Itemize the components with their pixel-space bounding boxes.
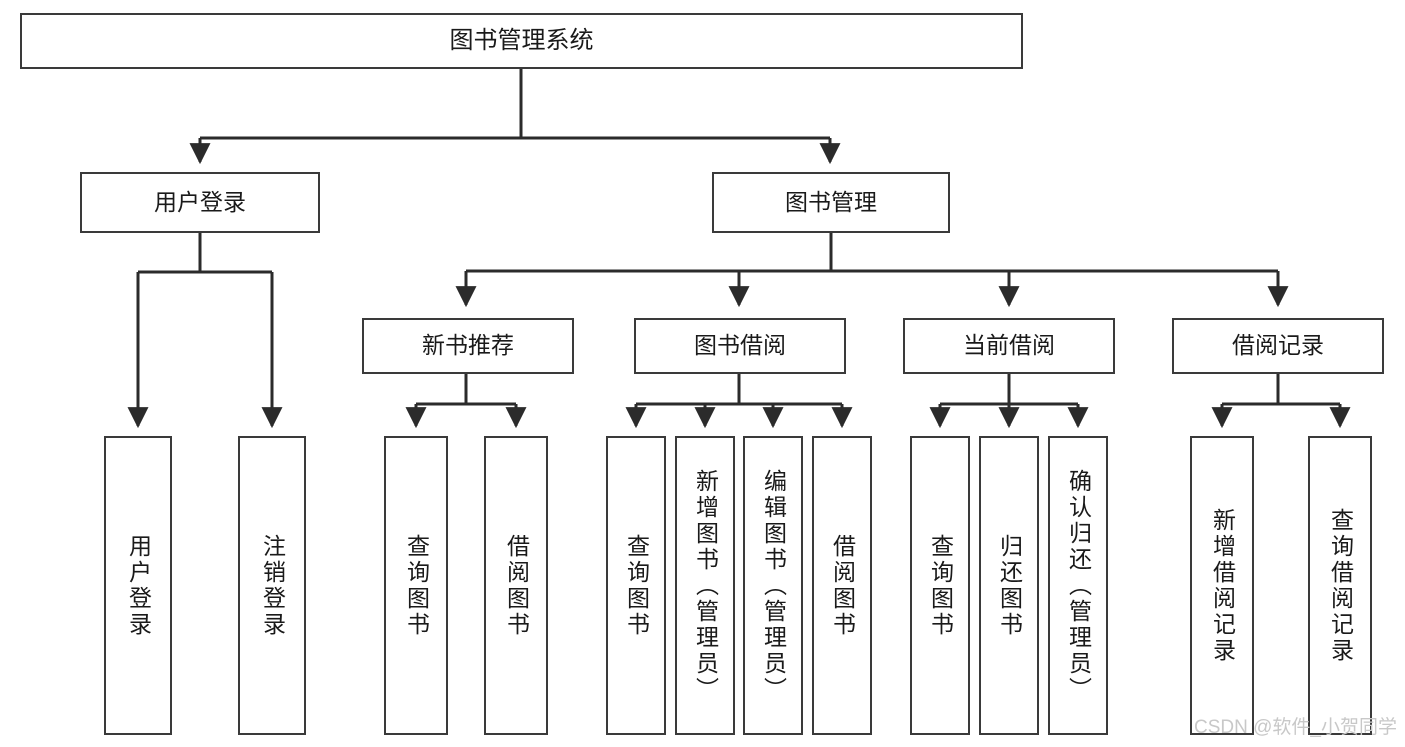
leaf-return-book[interactable]: 归还图书: [979, 436, 1039, 735]
node-label: 借阅记录: [1232, 332, 1324, 359]
leaf-query-book-current[interactable]: 查询图书: [910, 436, 970, 735]
node-new-book-recommend[interactable]: 新书推荐: [362, 318, 574, 374]
leaf-logout[interactable]: 注销登录: [238, 436, 306, 735]
node-book-manage[interactable]: 图书管理: [712, 172, 950, 233]
node-book-borrow[interactable]: 图书借阅: [634, 318, 846, 374]
node-label: 确认归还（管理员）: [1065, 468, 1092, 703]
leaf-query-book-recommend[interactable]: 查询图书: [384, 436, 448, 735]
node-label: 图书管理系统: [449, 26, 594, 54]
csdn-watermark: CSDN @软件_小贺同学: [1194, 717, 1397, 738]
leaf-confirm-return[interactable]: 确认归还（管理员）: [1048, 436, 1108, 735]
node-label: 查询图书: [623, 533, 650, 638]
node-label: 注销登录: [259, 533, 286, 638]
node-label: 新书推荐: [422, 332, 514, 359]
node-label: 用户登录: [154, 188, 246, 215]
node-label: 归还图书: [996, 533, 1023, 638]
node-label: 借阅图书: [829, 533, 856, 638]
node-label: 借阅图书: [503, 533, 530, 638]
node-label: 查询图书: [927, 533, 954, 638]
node-label: 当前借阅: [963, 332, 1055, 359]
node-label: 用户登录: [125, 533, 152, 638]
leaf-edit-book[interactable]: 编辑图书（管理员）: [743, 436, 803, 735]
node-label: 新增借阅记录: [1209, 507, 1236, 664]
node-label: 查询图书: [403, 533, 430, 638]
leaf-add-book[interactable]: 新增图书（管理员）: [675, 436, 735, 735]
node-borrow-record[interactable]: 借阅记录: [1172, 318, 1384, 374]
leaf-query-borrow-record[interactable]: 查询借阅记录: [1308, 436, 1372, 735]
node-label: 图书借阅: [694, 332, 786, 359]
node-label: 编辑图书（管理员）: [760, 468, 787, 703]
leaf-borrow-book[interactable]: 借阅图书: [812, 436, 872, 735]
node-label: 新增图书（管理员）: [692, 468, 719, 703]
node-user-login[interactable]: 用户登录: [80, 172, 320, 233]
leaf-add-borrow-record[interactable]: 新增借阅记录: [1190, 436, 1254, 735]
node-current-borrow[interactable]: 当前借阅: [903, 318, 1115, 374]
node-root[interactable]: 图书管理系统: [20, 13, 1023, 69]
node-label: 图书管理: [785, 188, 877, 215]
leaf-query-book-borrow[interactable]: 查询图书: [606, 436, 666, 735]
leaf-borrow-book-recommend[interactable]: 借阅图书: [484, 436, 548, 735]
node-label: 查询借阅记录: [1327, 507, 1354, 664]
leaf-user-login[interactable]: 用户登录: [104, 436, 172, 735]
